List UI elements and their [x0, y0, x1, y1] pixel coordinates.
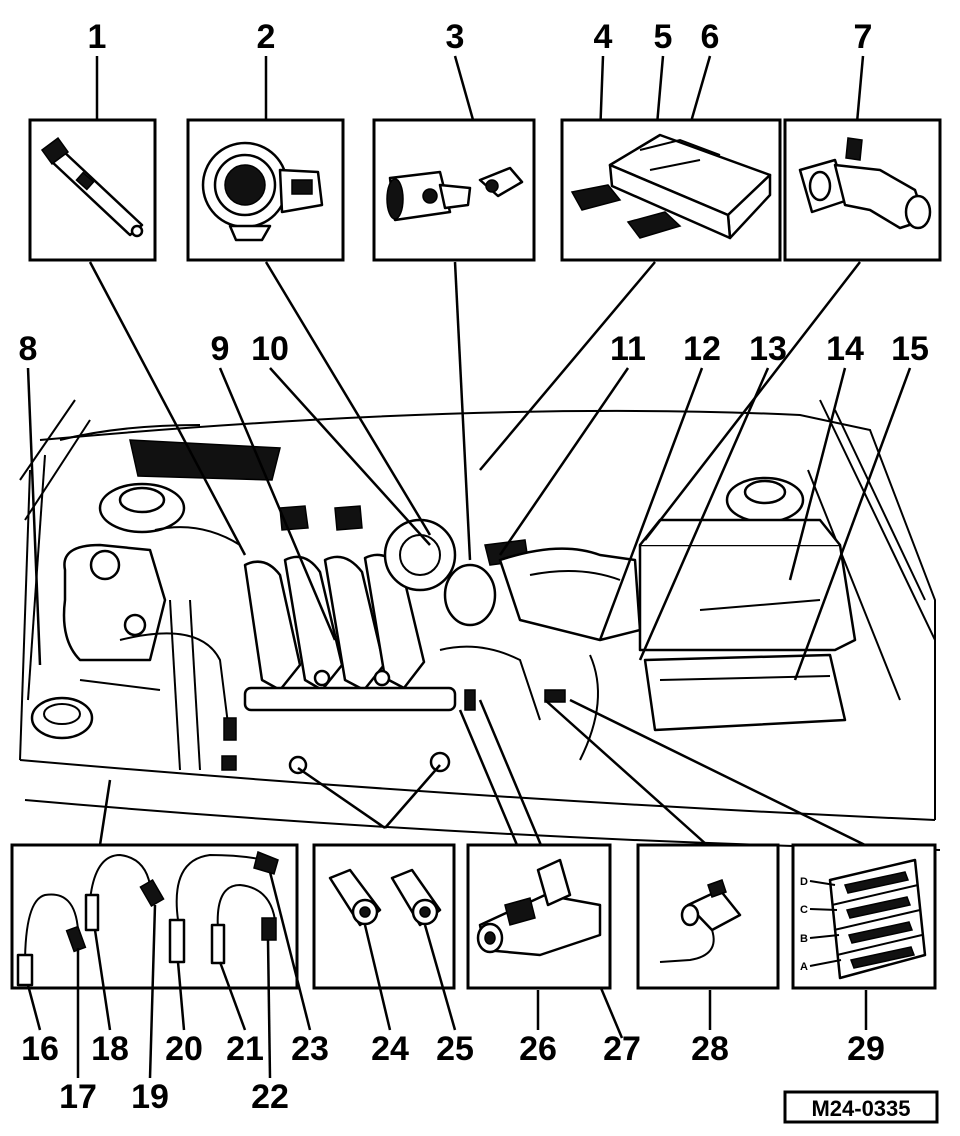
callout-19: 19 — [131, 1078, 169, 1116]
callout-1: 1 — [88, 18, 107, 56]
part-24-25-illustration — [328, 868, 442, 927]
bottom-callouts: 16 18 20 21 23 24 25 26 27 28 29 17 19 2… — [21, 1030, 885, 1116]
top-detail-boxes — [28, 118, 942, 262]
part-16-23-illustration — [16, 850, 279, 987]
callout-26: 26 — [519, 1030, 557, 1068]
callout-16: 16 — [21, 1030, 59, 1068]
callout-25: 25 — [436, 1030, 474, 1068]
callout-6: 6 — [701, 18, 720, 56]
callout-9: 9 — [211, 330, 230, 368]
callout-28: 28 — [691, 1030, 729, 1068]
callout-23: 23 — [291, 1030, 329, 1068]
callout-29: 29 — [847, 1030, 885, 1068]
part-1-illustration — [40, 136, 144, 238]
callout-18: 18 — [91, 1030, 129, 1068]
engine-bay-illustration — [19, 399, 941, 851]
pin-label-a: A — [800, 961, 808, 973]
figure-code-box: M24-0335 — [783, 1090, 939, 1124]
figure-code: M24-0335 — [811, 1096, 910, 1121]
bottom-detail-boxes: D C B A — [10, 843, 937, 990]
pin-label-b: B — [800, 933, 808, 945]
top-callout-stubs — [95, 55, 865, 191]
callout-4: 4 — [594, 18, 613, 56]
callout-12: 12 — [683, 330, 721, 368]
callout-21: 21 — [226, 1030, 264, 1068]
callout-7: 7 — [854, 18, 873, 56]
callout-20: 20 — [165, 1030, 203, 1068]
pin-label-d: D — [800, 876, 808, 888]
part-2-illustration — [201, 141, 324, 242]
callout-8: 8 — [19, 330, 38, 368]
part-7-illustration — [798, 137, 932, 230]
part-4-5-6-illustration — [570, 133, 772, 240]
callout-5: 5 — [654, 18, 673, 56]
pin-label-c: C — [800, 904, 808, 916]
callout-13: 13 — [749, 330, 787, 368]
callout-27: 27 — [603, 1030, 641, 1068]
part-3-illustration — [386, 166, 524, 222]
callout-10: 10 — [251, 330, 289, 368]
callout-11: 11 — [610, 330, 646, 368]
part-26-illustration — [476, 858, 602, 957]
callout-3: 3 — [446, 18, 465, 56]
callout-22: 22 — [251, 1078, 289, 1116]
callout-17: 17 — [59, 1078, 97, 1116]
bottom-callout-stubs — [26, 871, 868, 1079]
part-29-illustration: D C B A — [800, 858, 927, 980]
part-28-illustration — [659, 879, 742, 963]
callout-24: 24 — [371, 1030, 409, 1068]
middle-callouts: 8 9 10 11 12 13 14 15 — [19, 330, 929, 368]
top-callouts: 1 2 3 4 5 6 7 — [88, 18, 873, 56]
callout-2: 2 — [257, 18, 276, 56]
callout-15: 15 — [891, 330, 929, 368]
leader-lines — [26, 261, 912, 1039]
callout-14: 14 — [826, 330, 864, 368]
